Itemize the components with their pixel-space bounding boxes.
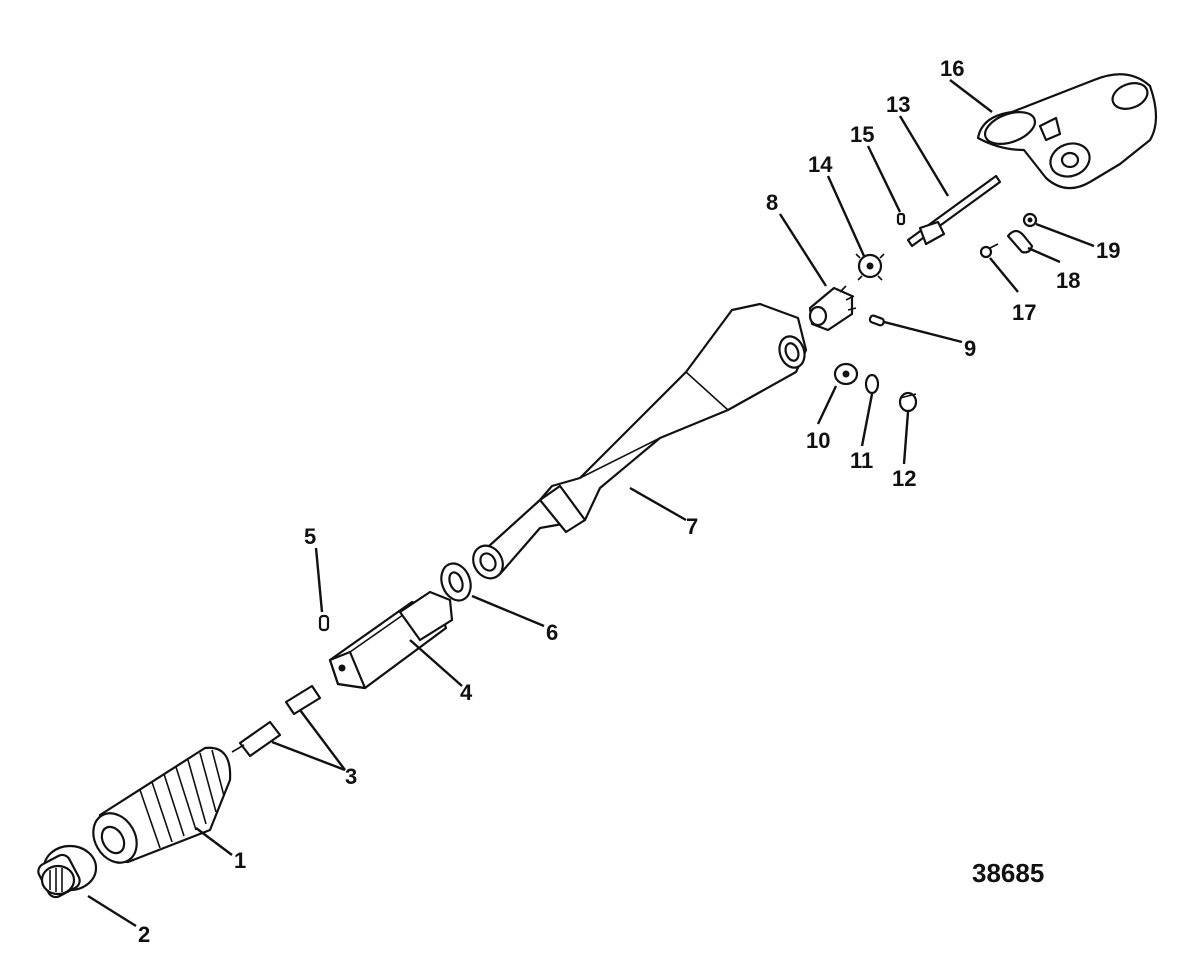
- callout-10: 10: [806, 428, 830, 453]
- callout-1: 1: [234, 848, 246, 873]
- part-15-pin: [896, 212, 906, 226]
- part-18-clip: [1006, 229, 1034, 254]
- callout-11: 11: [850, 448, 873, 473]
- part-3-pins: [231, 684, 322, 758]
- part-1-grip: [92, 746, 232, 864]
- callout-18: 18: [1056, 268, 1080, 293]
- part-13-shaft: [906, 174, 1002, 248]
- callout-5: 5: [304, 524, 316, 549]
- part-17-screw: [979, 243, 999, 259]
- part-19-nut: [1022, 212, 1038, 228]
- drawing-number: 38685: [972, 858, 1044, 888]
- callout-17: 17: [1012, 300, 1036, 325]
- callout-12: 12: [892, 466, 916, 491]
- callout-9: 9: [964, 336, 976, 361]
- part-4-hex-adapter: [328, 590, 454, 690]
- part-16-bracket: [976, 73, 1158, 190]
- callout-2: 2: [138, 922, 150, 947]
- part-10-nut: [833, 362, 859, 386]
- callout-16: 16: [940, 56, 964, 81]
- callout-6: 6: [546, 620, 558, 645]
- callout-15: 15: [850, 122, 874, 147]
- part-5-pin: [318, 614, 330, 632]
- callout-7: 7: [686, 514, 698, 539]
- part-14-small-gear: [855, 253, 885, 281]
- callout-labels: 1 2 3 4 5 6 7 8 9 10 11 12 13 14 15 16 1…: [138, 56, 1120, 947]
- part-12-bolt: [898, 391, 918, 413]
- part-6-washer: [440, 562, 472, 602]
- leader-lines: [87, 79, 1095, 928]
- callout-14: 14: [808, 152, 833, 177]
- part-9-roll-pin: [868, 314, 885, 327]
- part-2-end-cap: [37, 844, 98, 899]
- callout-13: 13: [886, 92, 910, 117]
- part-7-tiller-arm: [472, 302, 808, 580]
- callout-19: 19: [1096, 238, 1120, 263]
- callout-8: 8: [766, 190, 778, 215]
- callout-4: 4: [460, 680, 473, 705]
- part-8-gear-hub: [808, 285, 857, 332]
- part-11-washer: [864, 373, 880, 395]
- callout-3: 3: [345, 764, 357, 789]
